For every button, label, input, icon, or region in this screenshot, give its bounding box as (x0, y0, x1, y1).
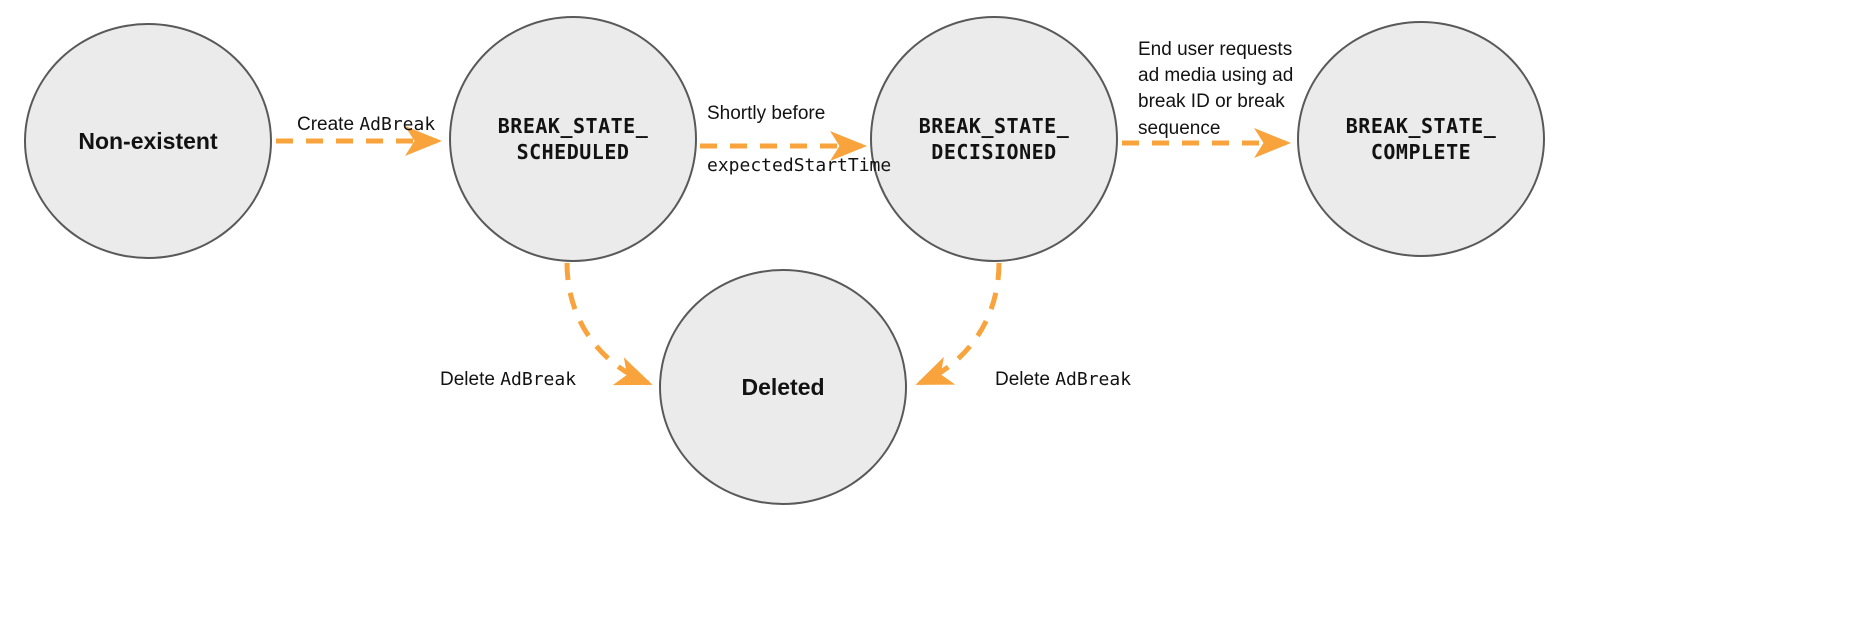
state-node-label: BREAK_STATE_ COMPLETE (1345, 113, 1497, 164)
state-node-label: Deleted (741, 373, 825, 400)
state-node-break-state-scheduled[interactable]: BREAK_STATE_ SCHEDULED (449, 16, 697, 262)
edge-label-text-mono: AdBreak (1055, 369, 1132, 391)
edge-delete-adbreak-from-scheduled (564, 262, 653, 386)
state-node-label: Non-existent (78, 127, 218, 154)
state-node-deleted[interactable]: Deleted (659, 269, 907, 505)
edge-label-text-mono: AdBreak (359, 114, 436, 136)
edge-label-text-sans: Shortly before (707, 103, 826, 125)
edge-label-text-mono: expectedStartTime (707, 154, 892, 176)
edge-label-text-sans: Delete (440, 369, 501, 391)
edge-label-create-adbreak: Create AdBreak (297, 86, 435, 138)
state-node-break-state-decisioned[interactable]: BREAK_STATE_ DECISIONED (870, 16, 1118, 262)
edge-label-end-user-requests-ad-media: End user requests ad media using ad brea… (1138, 39, 1294, 139)
edge-label-delete-adbreak-from-scheduled: Delete AdBreak (440, 341, 576, 393)
edge-delete-adbreak-from-decisioned (915, 262, 1002, 386)
edge-label-text-sans: Create (297, 114, 360, 136)
state-node-label: BREAK_STATE_ DECISIONED (918, 113, 1070, 164)
state-node-label: BREAK_STATE_ SCHEDULED (497, 113, 649, 164)
edge-label-text-mono: AdBreak (500, 369, 577, 391)
edge-label-delete-adbreak-from-decisioned: Delete AdBreak (995, 341, 1131, 393)
state-node-non-existent[interactable]: Non-existent (24, 23, 272, 259)
state-node-break-state-complete[interactable]: BREAK_STATE_ COMPLETE (1297, 21, 1545, 257)
edge-label-shortly-before-expected-start-time: Shortly before expectedStartTime (707, 75, 891, 205)
edge-label-text-sans: Delete (995, 369, 1056, 391)
